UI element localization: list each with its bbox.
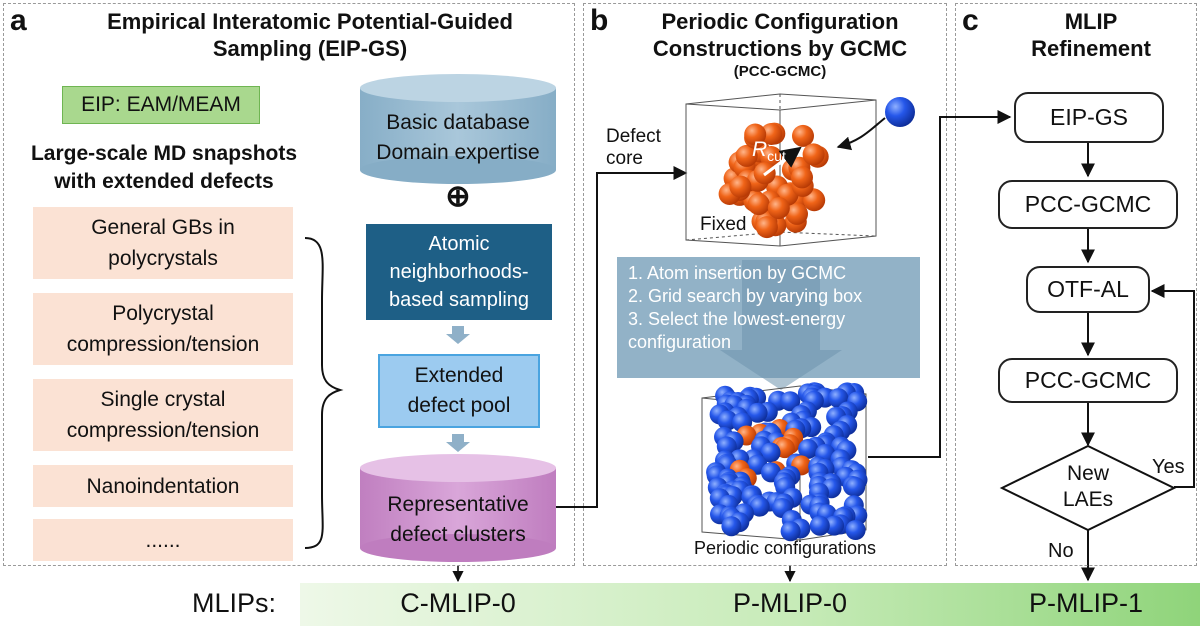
mlips-label: MLIPs:: [192, 588, 277, 618]
database-label: Basic database Domain expertise: [376, 111, 540, 164]
atom: [760, 442, 781, 463]
atom: [735, 144, 758, 167]
panel-b-frame: [583, 3, 947, 566]
atom: [780, 521, 801, 542]
panel-a-frame: [3, 3, 575, 566]
model-p-mlip-0: P-MLIP-0: [732, 588, 848, 618]
atom: [780, 391, 801, 412]
atom: [755, 216, 778, 239]
connector-b-c: [868, 110, 1012, 458]
mlip-band: [300, 583, 1200, 626]
panel-a-subtitle: Large-scale MD snapshots with extended d…: [30, 142, 298, 193]
atom: [747, 402, 768, 423]
connector-a-b: [556, 166, 688, 508]
defect-core-label: Defect core: [606, 126, 661, 169]
sampling-box: Atomic neighborhoods- based sampling: [366, 224, 552, 320]
atom: [721, 516, 742, 537]
panel-a-title: Empirical Interatomic Potential-Guided S…: [107, 9, 513, 61]
panel-c-letter: c: [962, 4, 979, 37]
atom: [767, 197, 790, 220]
insertion-arrow: [836, 117, 886, 151]
atom: [845, 520, 866, 540]
panel-b-title: Periodic Configuration Constructions by …: [652, 9, 908, 80]
periodic-label: Periodic configurations: [693, 538, 877, 558]
panel-c-frame: [955, 3, 1197, 566]
eip-badge: EIP: EAM/MEAM: [62, 86, 260, 124]
atom: [744, 123, 767, 146]
atom: [824, 515, 845, 536]
model-p-mlip-1: P-MLIP-1: [1028, 588, 1144, 618]
plus-symbol: ⊕: [445, 180, 471, 213]
model-c-mlip-0: C-MLIP-0: [400, 588, 516, 618]
rcut-label: Rcut: [752, 138, 786, 165]
flow-pcc-gcmc-1: PCC-GCMC: [998, 180, 1178, 229]
flow-pcc-gcmc-2: PCC-GCMC: [998, 358, 1178, 403]
atom: [717, 410, 738, 431]
atom: [845, 476, 866, 497]
free-blue-atom: [885, 97, 915, 127]
decision-label: New LAEs: [1062, 462, 1114, 511]
yes-label: Yes: [1152, 456, 1185, 478]
periodic-atom-cluster: [706, 382, 868, 542]
snapshot-item-more: ......: [33, 519, 293, 561]
atom: [786, 202, 808, 225]
atom: [798, 438, 819, 459]
panel-a-block-arrows: [446, 326, 470, 452]
defect-pool-box: Extended defect pool: [378, 354, 540, 428]
panel-c-title: MLIP Refinement: [1031, 9, 1151, 61]
rcut-line: [763, 146, 802, 177]
flow-otf-al: OTF-AL: [1026, 266, 1150, 313]
decision-diamond: [999, 444, 1177, 532]
atom: [747, 193, 770, 216]
flow-arrows: [1081, 143, 1195, 582]
atom: [791, 166, 813, 189]
atom: [792, 124, 814, 147]
atom: [809, 515, 830, 536]
atom: [802, 143, 825, 166]
panel-b-letter: b: [590, 4, 609, 37]
clusters-cylinder: [360, 454, 556, 562]
snapshot-item-nanoindentation: Nanoindentation: [33, 465, 293, 507]
steps-list: 1. Atom insertion by GCMC 2. Grid search…: [628, 263, 863, 352]
atom: [760, 123, 783, 145]
database-cylinder: [360, 74, 556, 184]
fixed-label: Fixed: [700, 214, 747, 235]
atom: [749, 496, 770, 517]
clusters-label: Representative defect clusters: [387, 493, 529, 546]
no-label: No: [1048, 540, 1074, 562]
panel-a-letter: a: [10, 4, 27, 37]
brace: [304, 237, 344, 549]
flow-eip-gs: EIP-GS: [1014, 92, 1164, 143]
atom: [729, 175, 752, 198]
